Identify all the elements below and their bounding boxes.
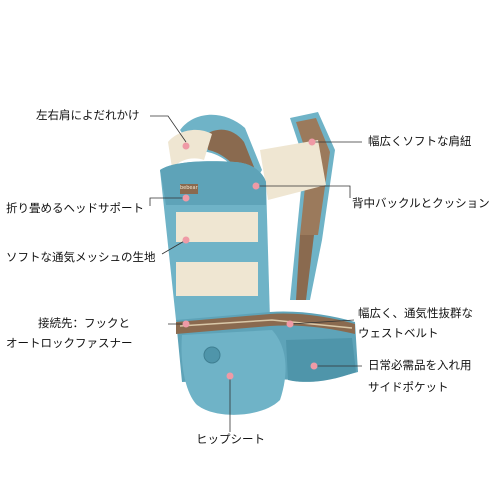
label-pocket-line2: サイドポケット (368, 380, 449, 394)
mesh-panel-1 (176, 212, 258, 242)
label-waist-line2: ウェストベルト (358, 326, 439, 340)
label-mesh: ソフトな通気メッシュの生地 (6, 250, 156, 264)
pointer-dot-waist (286, 320, 294, 328)
side-pocket (286, 338, 356, 382)
hip-logo (203, 346, 221, 364)
pointer-dot-shoulder-cover (182, 142, 190, 150)
pointer-line-shoulder-cover (150, 115, 187, 143)
stitch-line (179, 319, 353, 329)
pointer-dot-fold-head (182, 194, 190, 202)
label-connector-line1: 接続先：フックと (38, 316, 130, 330)
pointer-dot-mesh (182, 236, 190, 244)
head-support (160, 161, 266, 205)
pointer-line-back-buckle (256, 185, 351, 198)
pointer-line-fold-head (149, 197, 186, 206)
back-cushion (260, 140, 326, 200)
label-wide-strap: 幅広くソフトな肩紐 (368, 134, 472, 148)
pointer-dot-pocket (310, 362, 318, 370)
pointer-line-mesh (161, 239, 187, 255)
brand-tag-text: bebear (180, 185, 198, 191)
label-fold-head: 折り畳めるヘッドサポート (6, 201, 144, 215)
side-strap (296, 235, 314, 300)
brand-tag (180, 184, 198, 194)
mesh-panel-2 (176, 262, 258, 296)
waist-belt-top (176, 313, 355, 334)
label-hip-seat: ヒップシート (196, 432, 265, 446)
label-pocket-line1: 日常必需品を入れ用 (368, 358, 472, 372)
label-shoulder-cover: 左右肩によだれかけ (36, 108, 140, 122)
left-shoulder-cover (168, 129, 212, 168)
pointer-line-waist (289, 319, 355, 325)
pointer-dot-wide-strap (308, 138, 316, 146)
label-connector-line2: オートロックファスナー (6, 336, 133, 350)
pointer-dot-connector (182, 320, 190, 328)
label-back-buckle: 背中バックルとクッション (352, 196, 490, 210)
pointer-dot-hip-seat (226, 372, 234, 380)
label-waist-line1: 幅広く、通気性抜群な (358, 306, 473, 320)
pointer-dot-back-buckle (252, 182, 260, 190)
